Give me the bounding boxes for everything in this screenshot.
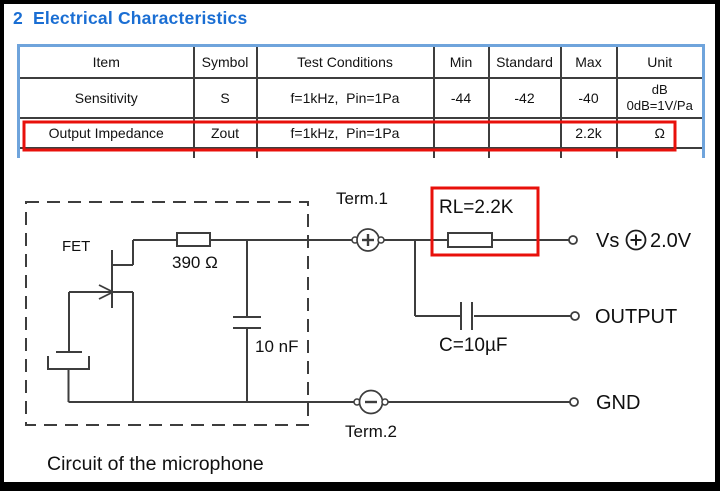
cell-max: -40	[559, 77, 618, 119]
microphone-boundary-box	[25, 201, 309, 426]
unit-line-1: dB	[651, 82, 668, 98]
resistor-rl	[447, 232, 493, 248]
page-title: 2 Electrical Characteristics	[13, 8, 248, 28]
resistor-390ohm	[176, 232, 211, 247]
coupling-cap-label: C=10µF	[439, 335, 508, 356]
circuit-wires	[47, 239, 571, 403]
term1-label: Term.1	[336, 189, 388, 208]
cell-unit: dB 0dB=1V/Pa	[615, 77, 705, 119]
cell-symbol: S	[192, 77, 258, 119]
fet-label: FET	[62, 238, 90, 255]
cell-conditions: f=1kHz, Pin=1Pa	[255, 77, 435, 119]
electrical-characteristics-table-wrap: Item Symbol Test Conditions Min Standard…	[17, 44, 706, 158]
column-header-standard: Standard	[487, 44, 562, 79]
gnd-label: GND	[596, 392, 640, 414]
column-header-unit: Unit	[615, 44, 705, 79]
term1-plus-terminal	[351, 228, 385, 252]
cell-conditions: f=1kHz, Pin=1Pa	[255, 117, 435, 149]
cell-standard	[487, 117, 562, 149]
column-header-min: Min	[432, 44, 490, 79]
output-terminal-circle	[570, 311, 580, 321]
c1-label: 10 nF	[255, 337, 298, 356]
gnd-terminal-circle	[569, 397, 579, 407]
fet-gate-arrow	[98, 291, 114, 300]
column-header-test-conditions: Test Conditions	[255, 44, 435, 79]
cell-standard: -42	[487, 77, 562, 119]
cell-unit: Ω	[615, 117, 705, 149]
rl-highlight-box	[430, 186, 540, 257]
terminal-dot	[377, 236, 385, 244]
r1-label: 390 Ω	[172, 253, 218, 272]
cell-min: -44	[432, 77, 490, 119]
cell-item: Sensitivity	[17, 77, 195, 119]
vs-terminal-circle	[568, 235, 578, 245]
output-label: OUTPUT	[595, 306, 677, 328]
rl-label: RL=2.2K	[439, 197, 514, 218]
cell-min	[432, 117, 490, 149]
terminal-dot	[351, 236, 359, 244]
fet-gate-arrow	[98, 284, 114, 293]
vs-circled-plus-icon	[625, 229, 647, 251]
table-row-output-impedance: Output Impedance Zout f=1kHz, Pin=1Pa 2.…	[17, 117, 705, 149]
cell-symbol: Zout	[192, 117, 258, 149]
cell-max: 2.2k	[559, 117, 618, 149]
table-row-partial	[17, 147, 705, 158]
minus-terminal-circle	[358, 389, 384, 415]
column-header-item: Item	[17, 44, 195, 79]
plus-terminal-circle	[356, 228, 380, 252]
cell-item: Output Impedance	[17, 117, 195, 149]
term2-label: Term.2	[345, 422, 397, 441]
table-header-row: Item Symbol Test Conditions Min Standard…	[17, 44, 705, 79]
unit-line-2: 0dB=1V/Pa	[626, 98, 693, 113]
table-row-sensitivity: Sensitivity S f=1kHz, Pin=1Pa -44 -42 -4…	[17, 77, 705, 119]
terminal-dot	[381, 398, 389, 406]
electrical-characteristics-table: Item Symbol Test Conditions Min Standard…	[17, 44, 705, 158]
term2-minus-terminal	[353, 389, 389, 415]
capsule-bracket	[47, 356, 90, 370]
column-header-max: Max	[559, 44, 618, 79]
column-header-symbol: Symbol	[192, 44, 258, 79]
vs-value-label: 2.0V	[650, 230, 692, 252]
terminal-dot	[353, 398, 361, 406]
vs-label: Vs	[596, 230, 619, 252]
circuit-caption: Circuit of the microphone	[47, 453, 264, 475]
